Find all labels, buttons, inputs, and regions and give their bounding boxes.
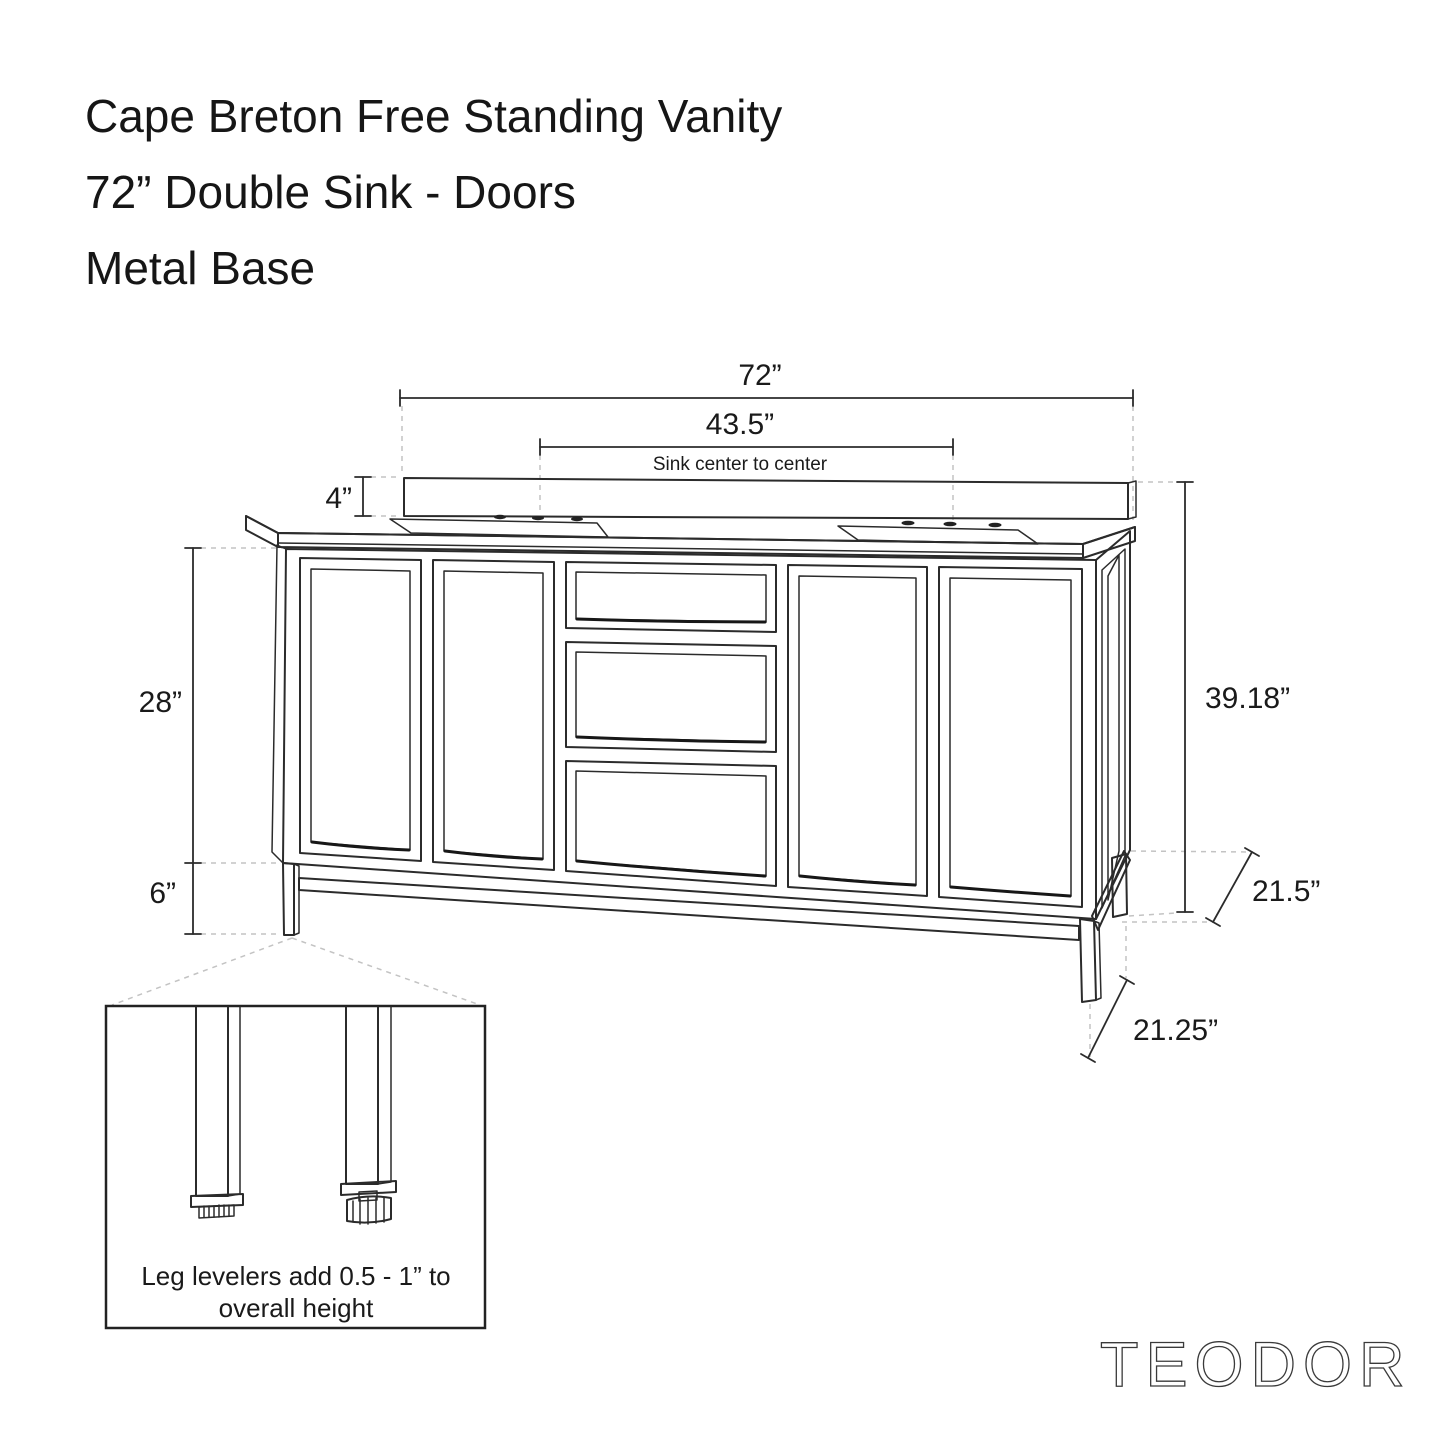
title-line-1: Cape Breton Free Standing Vanity (85, 90, 783, 142)
drawer-top (565, 561, 777, 633)
dimension-counter-depth-21-5: 21.5” (1205, 847, 1320, 927)
dimension-width-72: 72” (399, 359, 1134, 407)
sink-cutouts (389, 514, 1039, 545)
dim-label-cabinet-height: 28” (139, 686, 182, 719)
faucet-hole (943, 521, 957, 527)
dim-note-sink-centers: Sink center to center (653, 454, 828, 475)
dim-label-leg-height: 6” (149, 877, 176, 910)
faucet-hole (532, 515, 544, 521)
inset-caption-line-1: Leg levelers add 0.5 - 1” to (141, 1261, 450, 1291)
dim-label-width: 72” (738, 359, 781, 392)
title-line-3: Metal Base (85, 242, 316, 294)
inset-caption-line-2: overall height (219, 1293, 374, 1323)
dimension-backsplash-4: 4” (325, 476, 372, 517)
leg-leveler-inset: Leg levelers add 0.5 - 1” to overall hei… (104, 1004, 487, 1330)
metal-base (282, 850, 1131, 1003)
title-line-2: 72” Double Sink - Doors (85, 166, 576, 218)
dim-label-base-depth: 21.25” (1133, 1014, 1218, 1047)
faucet-hole (901, 520, 915, 526)
dim-label-overall-height: 39.18” (1205, 682, 1290, 715)
door-left-1 (299, 557, 422, 862)
inset-leg-retracted (190, 1006, 244, 1219)
faucet-hole (988, 522, 1002, 528)
door-right-1 (787, 564, 928, 897)
dimension-leg-6: 6” (149, 862, 202, 935)
title-block: Cape Breton Free Standing Vanity 72” Dou… (85, 78, 782, 306)
drawer-middle (565, 641, 777, 753)
dimension-base-depth-21-25: 21.25” (1080, 975, 1218, 1063)
dim-label-counter-depth: 21.5” (1252, 875, 1320, 908)
faucet-hole (571, 516, 583, 522)
cabinet (271, 530, 1131, 920)
dimension-cabinet-28: 28” (139, 547, 202, 864)
countertop (245, 477, 1137, 559)
door-right-2 (938, 566, 1083, 908)
door-left-2 (432, 559, 555, 871)
dimension-sink-centers: 43.5” Sink center to center (539, 408, 954, 475)
projection-dashed-lines (111, 406, 1250, 1057)
dim-label-sink-span: 43.5” (706, 408, 774, 441)
inset-leg-extended (340, 1006, 397, 1225)
faucet-hole (494, 514, 506, 520)
drawer-bottom (565, 760, 777, 887)
brand-logo: TEODOR (1100, 1330, 1412, 1400)
dim-label-backsplash: 4” (325, 482, 352, 515)
dimension-overall-39: 39.18” (1176, 481, 1290, 913)
